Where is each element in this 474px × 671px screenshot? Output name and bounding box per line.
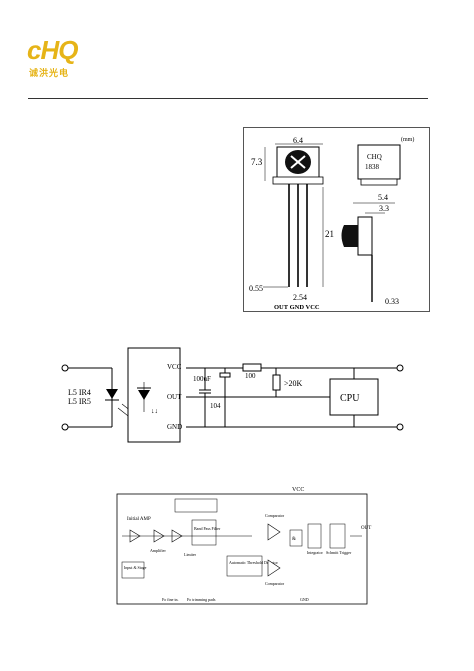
- comparator-top-label: Comparator: [265, 513, 285, 518]
- receiver-module-box: [127, 347, 181, 443]
- input-stage-label: Input & Stage: [124, 565, 147, 570]
- cap2-label: 104: [210, 402, 221, 410]
- limiter-label: Limiter: [184, 552, 197, 557]
- company-logo: cHQ: [27, 35, 78, 65]
- svg-text:&: &: [292, 537, 296, 542]
- series-resistor: [242, 363, 262, 372]
- bandpass-label: Band Pass Filter: [194, 526, 221, 531]
- pin-vcc-label: VCC: [167, 363, 182, 371]
- led-label-1: L5 IR4: [68, 388, 91, 397]
- dim-pitch: 2.54: [293, 293, 307, 302]
- cap1-label: 100uF: [193, 375, 211, 383]
- cpu-block: [329, 378, 379, 416]
- vcc-label: VCC: [292, 487, 304, 493]
- dim-lead-width: 0.55: [249, 284, 263, 293]
- dim-side-b: 3.3: [379, 204, 389, 213]
- fo-fine-label: Fo fine tn.: [162, 597, 179, 602]
- package-top-view: [357, 144, 401, 180]
- unit-mark: (mm): [401, 136, 414, 143]
- block-diagram-frame: [116, 493, 368, 605]
- amplifier-label: Amplifier: [150, 548, 166, 553]
- comparator-bottom-label: Comparator: [265, 581, 285, 586]
- svg-text:↓↓: ↓↓: [151, 407, 158, 415]
- integrator-label: Integrator: [307, 550, 323, 555]
- pullup-resistor: [272, 374, 281, 391]
- gnd-label: GND: [300, 597, 309, 602]
- dim-lead-thick: 0.33: [385, 297, 399, 306]
- application-circuit: L5 IR4 L5 IR5 ↓↓ VCC OUT GND 100uF 104 1…: [61, 347, 404, 443]
- dim-width-top: 6.4: [293, 136, 303, 145]
- threshold-label: Automatic Threshold Detector: [229, 560, 278, 565]
- pin-labels: OUT GND VCC: [274, 304, 320, 311]
- package-drawing: (mm) 6.4 7.3 21 0.55 2.54 OUT GND VCC CH…: [249, 136, 414, 311]
- pin-gnd-label: GND: [167, 423, 182, 431]
- header-divider: [28, 98, 428, 99]
- package-drawing-frame: [243, 127, 430, 312]
- pullup-label: >20K: [284, 379, 303, 388]
- company-name-chinese: 诚洪光电: [29, 68, 70, 78]
- schmitt-label: Schmitt Trigger: [326, 550, 352, 555]
- front-mark-line2: 1838: [365, 163, 380, 171]
- pin-out-label: OUT: [167, 393, 182, 401]
- dim-height-left: 7.3: [251, 157, 263, 167]
- front-mark-line1: CHQ: [367, 153, 382, 161]
- input-amp-label: Initial AMP: [127, 517, 151, 522]
- out-label: OUT: [361, 526, 371, 531]
- cpu-label: CPU: [340, 393, 360, 404]
- package-side-view: [357, 216, 373, 256]
- dim-side-a: 5.4: [378, 193, 388, 202]
- dim-lead-length: 21: [325, 229, 334, 239]
- fo-trim-label: Fo trimming pads: [187, 597, 216, 602]
- resistor-label: 100: [245, 372, 256, 380]
- block-diagram: VCC Initial AMP Gain Control Band Pass F…: [116, 487, 371, 605]
- led-label-2: L5 IR5: [68, 397, 91, 406]
